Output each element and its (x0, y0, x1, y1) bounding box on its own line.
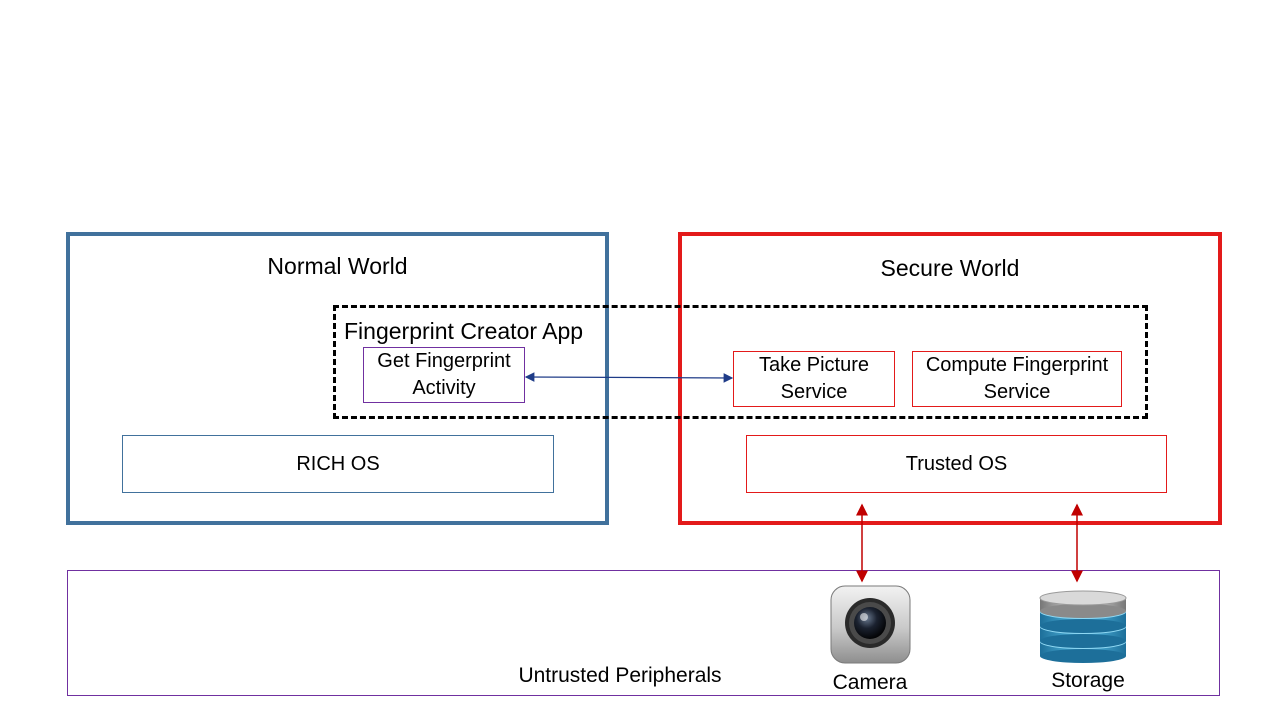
trusted-os-label: Trusted OS (905, 452, 1008, 475)
take-picture-service-box: Take Picture Service (733, 351, 895, 407)
trusted-os-box: Trusted OS (746, 435, 1167, 493)
fingerprint-app-title: Fingerprint Creator App (344, 318, 584, 344)
camera-icon (830, 585, 911, 664)
compute-fingerprint-service-box: Compute Fingerprint Service (912, 351, 1122, 407)
activity-to-take-picture-arrow (524, 372, 734, 383)
compute-fingerprint-service-label: Compute Fingerprint Service (925, 354, 1109, 403)
storage-label: Storage (1051, 669, 1125, 692)
normal-world-title: Normal World (267, 253, 408, 279)
rich-os-label: RICH OS (296, 452, 380, 475)
get-fingerprint-activity-box: Get Fingerprint Activity (363, 347, 525, 403)
untrusted-peripherals-box (67, 570, 1220, 696)
take-picture-service-label: Take Picture Service (758, 354, 870, 403)
secure-world-title: Secure World (880, 255, 1020, 281)
database-icon (1034, 590, 1132, 664)
untrusted-peripherals-label: Untrusted Peripherals (518, 664, 722, 687)
get-fingerprint-activity-label: Get Fingerprint Activity (377, 350, 511, 399)
rich-os-box: RICH OS (122, 435, 554, 493)
camera-label: Camera (832, 671, 908, 694)
fingerprint-app-boundary (333, 305, 1148, 419)
